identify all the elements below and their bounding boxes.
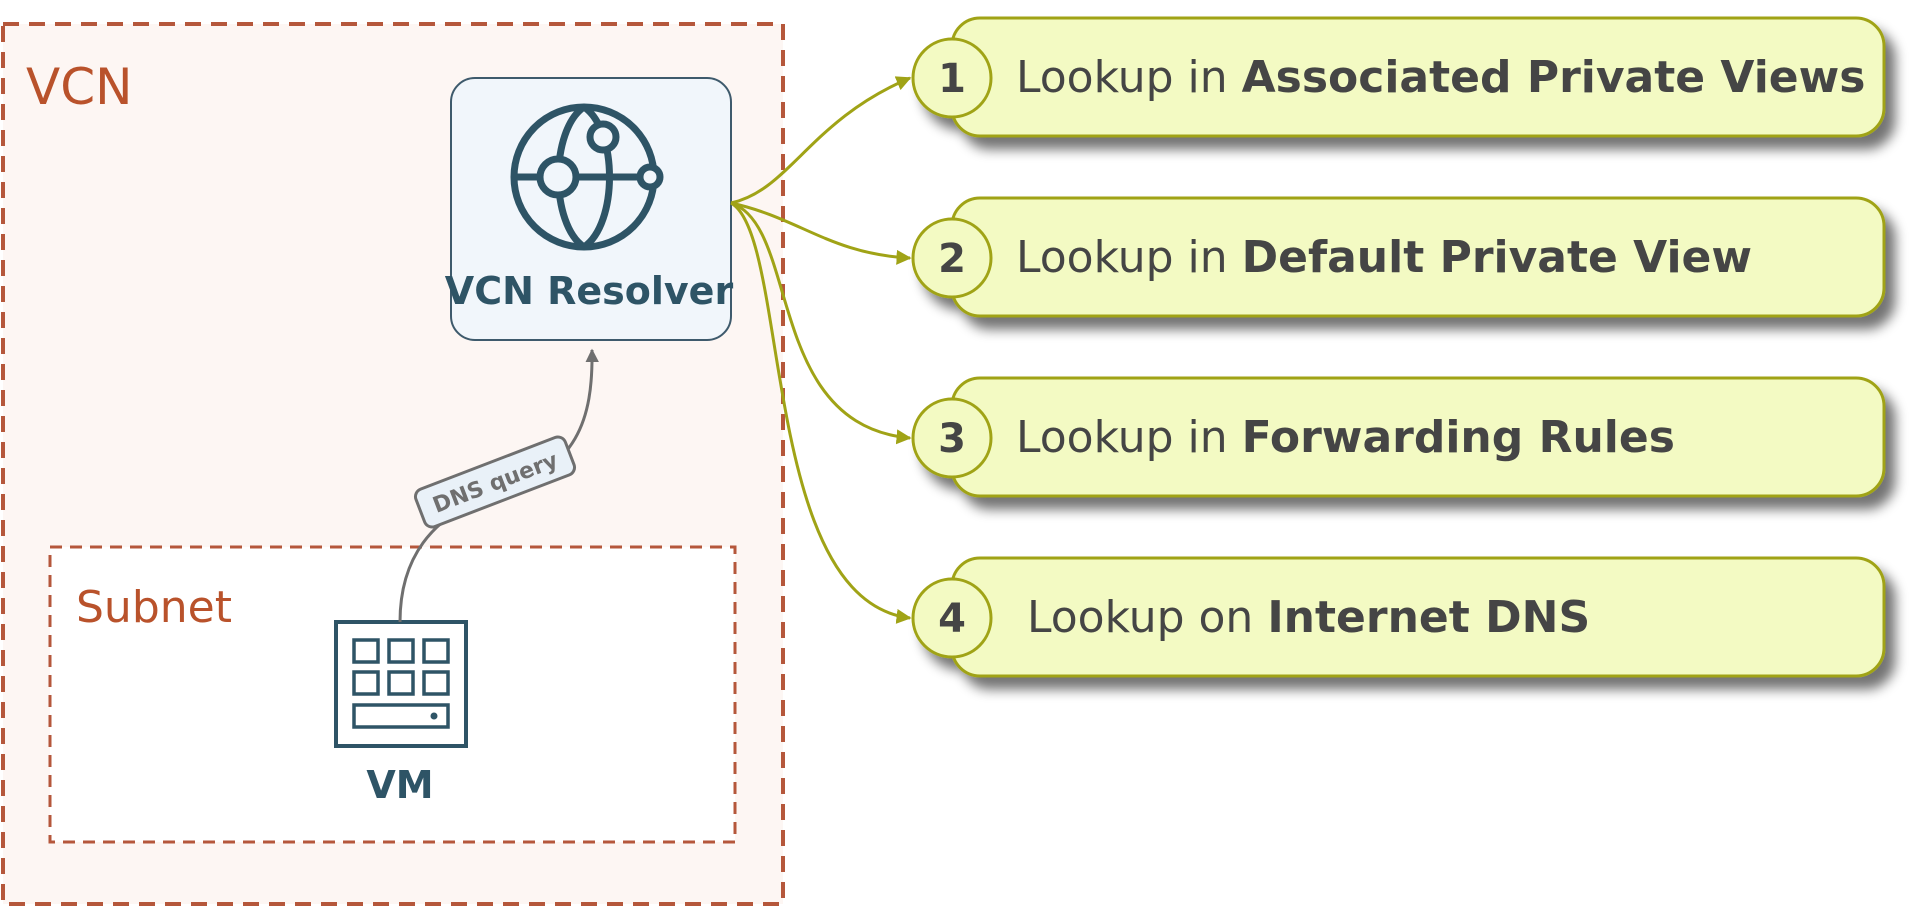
step-text: Lookup in Default Private View xyxy=(1016,232,1752,283)
step-text: Lookup on Internet DNS xyxy=(1027,592,1590,643)
step-number: 4 xyxy=(938,596,966,642)
resolver-node[interactable]: VCN Resolver xyxy=(445,77,734,341)
connector-step-3 xyxy=(730,201,912,445)
step-text: Lookup in Forwarding Rules xyxy=(1016,412,1675,463)
step-prefix: Lookup in xyxy=(1016,232,1242,283)
globe-network-icon xyxy=(510,103,664,251)
step-number: 2 xyxy=(938,236,966,282)
step-prefix: Lookup in xyxy=(1016,412,1242,463)
vm-label: VM xyxy=(366,763,433,807)
step-2[interactable]: 2 Lookup in Default Private View xyxy=(911,196,1886,318)
step-number: 3 xyxy=(938,416,966,462)
step-prefix: Lookup in xyxy=(1016,52,1242,103)
step-text: Lookup in Associated Private Views xyxy=(1016,52,1865,103)
step-emphasis: Internet DNS xyxy=(1267,592,1590,643)
connector-step-2 xyxy=(730,201,912,265)
step-emphasis: Associated Private Views xyxy=(1242,52,1866,103)
vcn-label: VCN xyxy=(26,58,133,116)
connector-step-1 xyxy=(730,76,912,205)
step-1[interactable]: 1 Lookup in Associated Private Views xyxy=(911,16,1886,138)
step-number: 1 xyxy=(938,56,966,102)
step-connectors xyxy=(730,76,912,624)
step-emphasis: Default Private View xyxy=(1242,232,1752,283)
connector-step-4 xyxy=(730,201,912,624)
step-prefix: Lookup on xyxy=(1027,592,1267,643)
resolver-label: VCN Resolver xyxy=(445,269,734,313)
step-4[interactable]: 4 Lookup on Internet DNS xyxy=(911,556,1886,678)
step-3[interactable]: 3 Lookup in Forwarding Rules xyxy=(911,376,1886,498)
subnet-label: Subnet xyxy=(76,582,232,633)
step-emphasis: Forwarding Rules xyxy=(1242,412,1675,463)
